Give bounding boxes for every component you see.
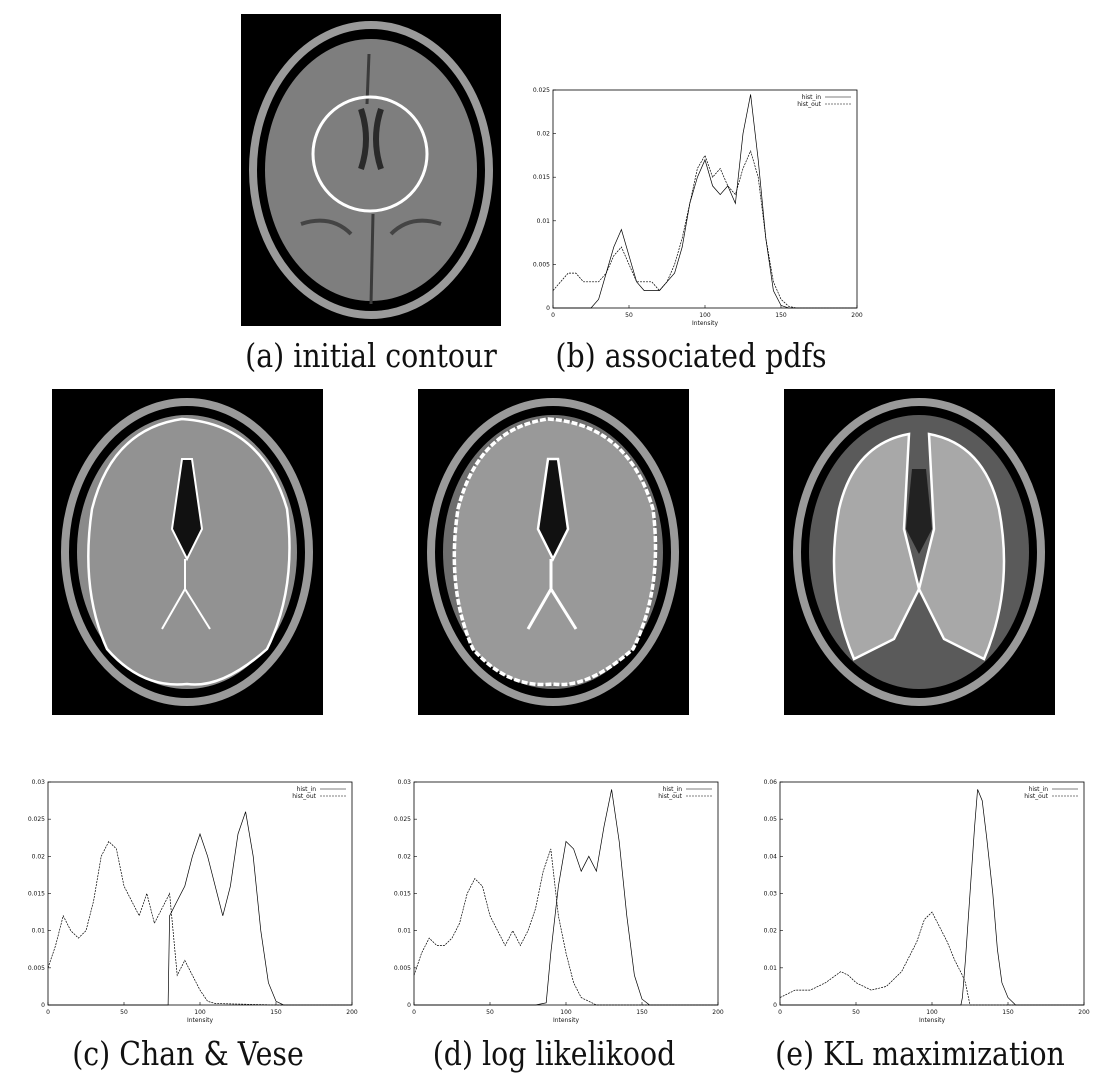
- caption-c: (c) Chan & Vese: [72, 1034, 304, 1073]
- chart-c-xtick-label: 150: [270, 1009, 282, 1016]
- chart-c-ytick-label: 0: [41, 1002, 45, 1009]
- chart-e-xtick-label: 0: [778, 1009, 782, 1016]
- chart-d-ytick-label: 0.02: [398, 853, 412, 860]
- chart-e-xtick-label: 100: [926, 1009, 938, 1016]
- chart-c-ytick-label: 0.03: [32, 779, 46, 786]
- chart-e-xlabel: Intensity: [919, 1017, 946, 1024]
- chart-b-legend-label-hist_out: hist_out: [797, 101, 821, 108]
- chart-b-xtick-label: 0: [551, 312, 555, 319]
- chart-d-frame: [413, 781, 719, 1006]
- chart-b-series-hist_out: [552, 149, 857, 309]
- chart-d-ytick-label: 0.025: [394, 816, 411, 823]
- chart-e-ytick-label: 0.01: [764, 965, 778, 972]
- chart-b-ytick-label: 0: [546, 305, 550, 312]
- chart-c-xlabel: Intensity: [187, 1017, 214, 1024]
- chart-c-xtick-label: 100: [194, 1009, 206, 1016]
- chart-e-xtick-label: 200: [1078, 1009, 1090, 1016]
- initial-contour-image: [241, 14, 501, 326]
- chart-d-xtick-label: 100: [560, 1009, 572, 1016]
- chart-e-ytick-label: 0.04: [764, 853, 778, 860]
- chart-d-xlabel: Intensity: [553, 1017, 580, 1024]
- caption-e: (e) KL maximization: [775, 1034, 1065, 1073]
- chart-e-legend-label-hist_out: hist_out: [1024, 793, 1048, 800]
- chart-b-xtick-label: 100: [699, 312, 711, 319]
- segmentation-contour-left: [832, 432, 921, 661]
- chart-c-xtick-label: 0: [46, 1009, 50, 1016]
- chart-d-ytick-label: 0.01: [398, 928, 412, 935]
- chart-d-legend-label-hist_in: hist_in: [663, 786, 683, 793]
- chart-d-xtick-label: 0: [412, 1009, 416, 1016]
- chart-b-frame: [552, 89, 858, 309]
- chart-e-series-hist_out: [779, 911, 1084, 1006]
- chart-b-ytick-label: 0.02: [537, 131, 551, 138]
- chart-c-xtick-label: 200: [346, 1009, 358, 1016]
- chan-vese-segmentation-image: [52, 389, 323, 715]
- chart-c-ytick-label: 0.01: [32, 928, 46, 935]
- chart-e-xtick-label: 150: [1002, 1009, 1014, 1016]
- chart-c-legend-label-hist_out: hist_out: [292, 793, 316, 800]
- chart-c-ytick-label: 0.005: [28, 965, 45, 972]
- chart-e-frame: [779, 781, 1085, 1006]
- chart-b-xlabel: Intensity: [692, 320, 719, 327]
- chart-d: 0 50 100 150 200 0 0.005 0.01 0.015 0.02 0.025 0.03…: [386, 772, 726, 1027]
- chart-e-ytick-label: 0.05: [764, 816, 778, 823]
- chart-e-series-hist_in: [780, 789, 1084, 1006]
- chart-b-ytick-label: 0.005: [533, 261, 550, 268]
- chart-d-ytick-label: 0.015: [394, 891, 411, 898]
- chart-b-xtick-label: 200: [851, 312, 863, 319]
- chart-c-xtick-label: 50: [120, 1009, 128, 1016]
- chart-d-ytick-label: 0: [407, 1002, 411, 1009]
- caption-b: (b) associated pdfs: [555, 336, 827, 375]
- chart-b-ytick-label: 0.025: [533, 87, 550, 94]
- chart-c-ytick-label: 0.015: [28, 891, 45, 898]
- chart-d-series-hist_in: [414, 789, 718, 1006]
- log-likelihood-segmentation-image: [418, 389, 689, 715]
- chart-e-xtick-label: 50: [852, 1009, 860, 1016]
- chart-d-series-hist_out: [413, 848, 718, 1006]
- chart-c: 0 50 100 150 200 0 0.005 0.01 0.015 0.02 0.025 0.03…: [20, 772, 360, 1027]
- caption-d: (d) log likelikood: [432, 1034, 676, 1073]
- chart-d-ytick-label: 0.005: [394, 965, 411, 972]
- caption-a: (a) initial contour: [245, 336, 497, 375]
- chart-b-series-hist_in: [553, 94, 857, 309]
- chart-c-series-hist_out: [47, 840, 352, 1006]
- chart-b-xtick-label: 50: [625, 312, 633, 319]
- chart-b-legend-label-hist_in: hist_in: [802, 94, 822, 101]
- initial-contour-circle: [311, 95, 429, 213]
- chart-c-ytick-label: 0.025: [28, 816, 45, 823]
- chart-d-xtick-label: 50: [486, 1009, 494, 1016]
- chart-e-ytick-label: 0: [773, 1002, 777, 1009]
- chart-c-legend-label-hist_in: hist_in: [297, 786, 317, 793]
- chart-d-xtick-label: 200: [712, 1009, 724, 1016]
- chart-e-ytick-label: 0.03: [764, 891, 778, 898]
- chart-c-ytick-label: 0.02: [32, 853, 46, 860]
- chart-b-ytick-label: 0.015: [533, 174, 550, 181]
- chart-e-ytick-label: 0.06: [764, 779, 778, 786]
- segmentation-contour-right: [917, 432, 1006, 661]
- chart-d-xtick-label: 150: [636, 1009, 648, 1016]
- chart-b-xtick-label: 150: [775, 312, 787, 319]
- chart-e-legend-label-hist_in: hist_in: [1029, 786, 1049, 793]
- chart-d-legend-label-hist_out: hist_out: [658, 793, 682, 800]
- chart-b-ytick-label: 0.01: [537, 218, 551, 225]
- chart-c-frame: [47, 781, 353, 1006]
- chart-c-series-hist_in: [48, 811, 352, 1006]
- chart-e-ytick-label: 0.02: [764, 928, 778, 935]
- chart-d-ytick-label: 0.03: [398, 779, 412, 786]
- kl-maximization-segmentation-image: [784, 389, 1055, 715]
